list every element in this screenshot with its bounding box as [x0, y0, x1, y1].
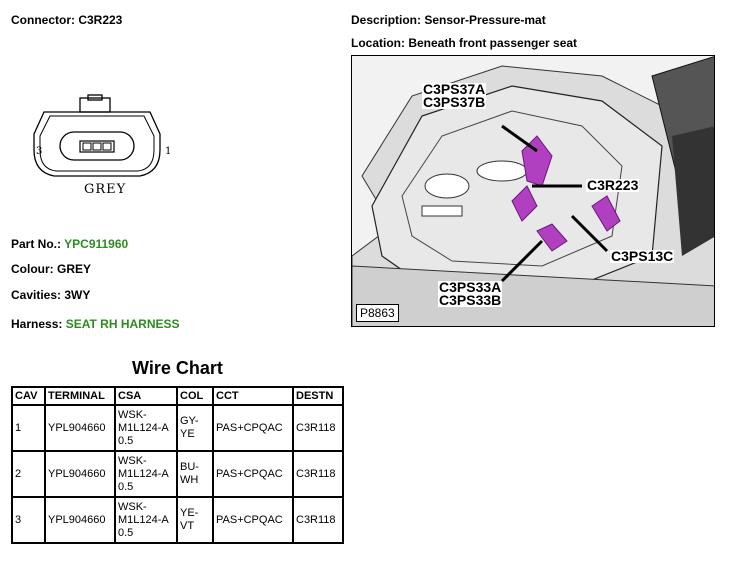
harness-label: Harness:: [11, 317, 63, 331]
cell-cav: 1: [11, 404, 46, 452]
location-label: Location: Beneath front passenger seat: [351, 36, 578, 50]
header-cct: CCT: [212, 386, 294, 406]
pin-3-number: 3: [36, 146, 43, 157]
cell-csa: WSK-M1L124-A 0.5: [114, 450, 178, 498]
cell-terminal: YPL904660: [44, 496, 116, 544]
pin-1-number: 1: [165, 146, 172, 157]
cell-csa: WSK-M1L124-A 0.5: [114, 496, 178, 544]
cell-terminal: YPL904660: [44, 404, 116, 452]
wire-chart-title: Wire Chart: [132, 358, 223, 378]
cell-cav: 2: [11, 450, 46, 498]
header-col: COL: [176, 386, 214, 406]
cell-col: BU-WH: [176, 450, 214, 498]
callout-c3r223: C3R223: [586, 177, 640, 193]
callout-c3ps37b: C3PS37B: [422, 94, 487, 110]
cell-cct: PAS+CPQAC: [212, 404, 294, 452]
header-csa: CSA: [114, 386, 178, 406]
part-number: Part No.: YPC911960: [11, 237, 128, 251]
header-cav: CAV: [11, 386, 46, 406]
table-row: 2 YPL904660 WSK-M1L124-A 0.5 BU-WH PAS+C…: [11, 450, 344, 498]
table-row: 3 YPL904660 WSK-M1L124-A 0.5 YE-VT PAS+C…: [11, 496, 344, 544]
header-terminal: TERMINAL: [44, 386, 116, 406]
cell-destn: C3R118: [292, 450, 344, 498]
header-destn: DESTN: [292, 386, 344, 406]
wire-chart-table: CAV TERMINAL CSA COL CCT DESTN 1 YPL9046…: [11, 386, 344, 544]
cell-cct: PAS+CPQAC: [212, 496, 294, 544]
part-number-label: Part No.:: [11, 237, 62, 251]
cell-cav: 3: [11, 496, 46, 544]
callout-c3ps13c: C3PS13C: [610, 248, 675, 264]
cell-cct: PAS+CPQAC: [212, 450, 294, 498]
harness: Harness: SEAT RH HARNESS: [11, 317, 180, 331]
connector-face-diagram: [33, 94, 161, 177]
callout-c3ps33b: C3PS33B: [438, 292, 503, 308]
table-row: 1 YPL904660 WSK-M1L124-A 0.5 GY-YE PAS+C…: [11, 404, 344, 452]
cell-destn: C3R118: [292, 496, 344, 544]
cell-terminal: YPL904660: [44, 450, 116, 498]
table-header-row: CAV TERMINAL CSA COL CCT DESTN: [11, 386, 344, 406]
colour-label: Colour: GREY: [11, 262, 91, 276]
connector-color-label: GREY: [84, 182, 127, 197]
description-label: Description: Sensor-Pressure-mat: [351, 13, 546, 27]
part-number-value[interactable]: YPC911960: [64, 237, 129, 251]
callout-c3ps33a: C3PS33A: [438, 279, 503, 295]
seat-frame-illustration: [352, 56, 714, 326]
callout-c3ps37a: C3PS37A: [422, 81, 487, 97]
cell-col: GY-YE: [176, 404, 214, 452]
cell-col: YE-VT: [176, 496, 214, 544]
cell-csa: WSK-M1L124-A 0.5: [114, 404, 178, 452]
harness-value[interactable]: SEAT RH HARNESS: [65, 317, 180, 331]
figure-id: P8863: [356, 304, 399, 322]
location-figure: C3PS37A C3PS37B C3R223 C3PS13C C3PS33A C…: [351, 55, 715, 327]
cell-destn: C3R118: [292, 404, 344, 452]
connector-label: Connector: C3R223: [11, 13, 123, 27]
cavities-label: Cavities: 3WY: [11, 288, 91, 302]
